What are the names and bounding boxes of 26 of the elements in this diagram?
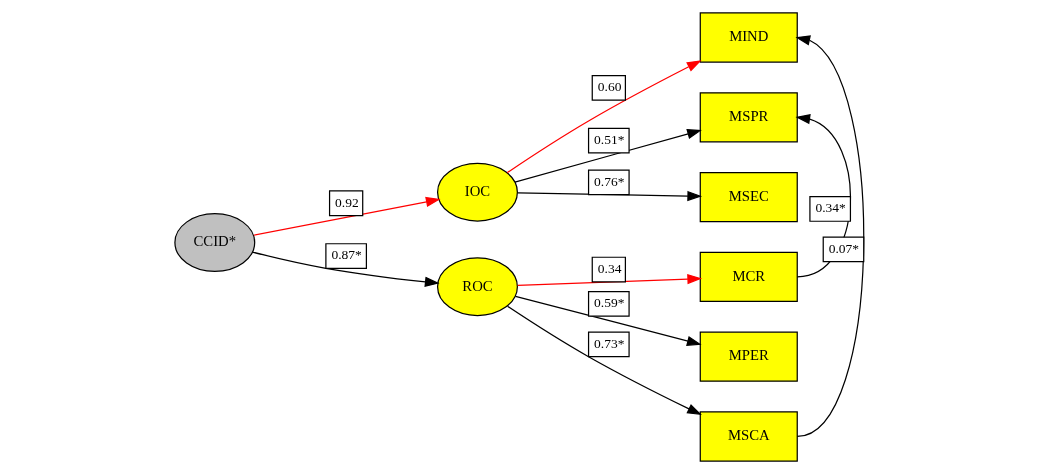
edge-label: 0.92 [335,194,359,210]
edge-label: 0.59* [594,295,625,311]
node-box: MPER [699,331,798,382]
node-box: MSCA [699,411,798,462]
arrow [514,295,702,347]
edge-label: 0.07* [828,240,860,256]
edge-label: 0.73* [594,335,625,351]
arrow [251,251,440,287]
node-box: MCR [699,251,798,303]
edge-label: 0.87* [331,247,362,263]
node-ellipse: CCID* [174,213,256,272]
edge-label: 0.51* [594,132,625,148]
node-ellipse: ROC [436,257,518,317]
arrow [517,190,703,202]
node-box: MIND [699,12,798,63]
node-ellipse: IOC [436,162,518,222]
edge-label: 0.60 [597,79,622,95]
edge-label: 0.34 [597,260,622,276]
arrow [506,305,702,416]
edge-label: 0.34* [815,200,846,216]
node-box: MSPR [699,92,798,143]
arrow [253,196,441,236]
arrow [506,60,702,174]
edge-label: 0.76* [594,173,625,189]
arrow [517,273,703,286]
node-box: MSEC [699,171,798,223]
